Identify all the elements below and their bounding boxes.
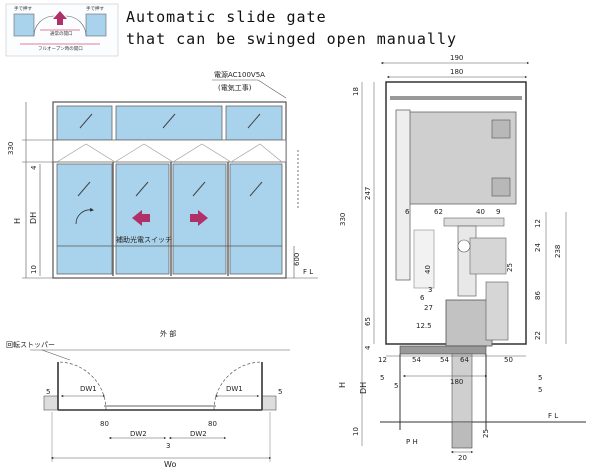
- sec-dim-22: 22: [534, 331, 542, 340]
- elev-dim-10: 10: [30, 265, 38, 274]
- plan-dw1-left: DW1: [80, 385, 97, 393]
- thumb-label-center: 通常の開口: [50, 30, 73, 37]
- thumb-label-right: 手で押す: [86, 5, 104, 12]
- sec-dim-86: 86: [534, 291, 542, 300]
- sec-dim-12-5: 12.5: [416, 322, 432, 330]
- thumb-right-panel: [85, 13, 107, 37]
- sec-dim-4: 4: [364, 345, 372, 350]
- thumb-left-panel: [13, 13, 35, 37]
- sec-dim-65: 65: [364, 317, 372, 326]
- title-line-1: Automatic slide gate: [126, 8, 327, 26]
- sec-dim-H: H: [338, 382, 347, 388]
- sec-dim-247: 247: [364, 187, 372, 200]
- sec-dim-5c: 5: [538, 374, 542, 382]
- plan-dim-5-left: 5: [46, 388, 50, 396]
- transom-panel: [225, 105, 283, 141]
- sec-dim-6b: 6: [420, 294, 425, 302]
- title-line-2: that can be swinged open manually: [126, 30, 458, 48]
- plan-dw2-left: DW2: [130, 430, 147, 438]
- thumbnail-diagram: 手で押す 手で押す 通常の開口 フルオープン時の開口: [5, 3, 119, 57]
- plan-dim-3: 3: [166, 442, 170, 450]
- sec-dim-DH: DH: [359, 382, 368, 394]
- thumb-swing-arc-right: [65, 15, 87, 37]
- sec-floor-line: F L: [548, 412, 558, 420]
- sec-dim-27: 27: [424, 304, 433, 312]
- plan-dim-80-left: 80: [100, 420, 109, 428]
- sec-dim-PH: P H: [406, 438, 418, 446]
- elev-dim-600: 600: [293, 253, 301, 266]
- sec-dim-3: 3: [428, 286, 432, 294]
- plan-dim-5-right: 5: [278, 388, 282, 396]
- door-panel: [56, 163, 113, 275]
- outside-label: 外 部: [160, 329, 176, 338]
- front-elevation: 補助光電スイッチ 電源AC100V5A (電気工事) 330 4 H DH 10…: [7, 70, 318, 279]
- sec-dim-25b: 25: [482, 429, 490, 438]
- slide-left-arrow: [132, 210, 150, 226]
- stopper-label: 回転ストッパー: [6, 341, 55, 349]
- sensor-label: 補助光電スイッチ: [116, 235, 172, 244]
- sec-dim-24: 24: [534, 243, 542, 252]
- elev-dim-330: 330: [7, 142, 15, 155]
- sec-dim-6: 6: [405, 208, 410, 216]
- sec-dim-9: 9: [496, 208, 500, 216]
- sec-dim-12: 12: [534, 219, 542, 228]
- thumb-label-bottom: フルオープン時の開口: [38, 46, 83, 52]
- transom-panel: [115, 105, 223, 141]
- thumb-push-arrow: [53, 11, 67, 25]
- sec-dim-180-bot: 180: [450, 378, 463, 386]
- sec-dim-10: 10: [352, 427, 360, 436]
- sec-dim-54a: 54: [412, 356, 421, 364]
- sec-dim-20: 20: [458, 454, 467, 462]
- sec-dim-5a: 5: [380, 374, 384, 382]
- thumb-swing-arc-left: [33, 15, 55, 37]
- sec-dim-40b: 40: [424, 265, 432, 274]
- sec-dim-5d: 5: [538, 386, 542, 394]
- door-panel: [229, 163, 283, 275]
- slide-right-arrow: [190, 210, 208, 226]
- sec-dim-40: 40: [476, 208, 485, 216]
- section-detail: 190 180 18 247 330 65 4 H DH: [338, 54, 586, 462]
- sec-dim-238: 238: [554, 245, 562, 258]
- elev-dim-DH: DH: [29, 212, 38, 224]
- sec-dim-62: 62: [434, 208, 443, 216]
- plan-dw1-right: DW1: [226, 385, 243, 393]
- sec-dim-330: 330: [339, 213, 347, 226]
- sec-dim-190: 190: [450, 54, 463, 62]
- sec-dim-180-top: 180: [450, 68, 463, 76]
- sec-dim-50: 50: [504, 356, 513, 364]
- plan-dw2-right: DW2: [190, 430, 207, 438]
- door-guide: [445, 299, 493, 347]
- power-sub-label: (電気工事): [218, 83, 252, 92]
- plan-dim-Wo: Wo: [164, 460, 176, 469]
- sec-dim-54b: 54: [440, 356, 449, 364]
- door-panel: [115, 163, 170, 275]
- elev-dim-H: H: [13, 218, 22, 224]
- sec-dim-5b: 5: [394, 382, 398, 390]
- sec-dim-12b: 12: [378, 356, 387, 364]
- power-label: 電源AC100V5A: [214, 70, 265, 79]
- plan-dim-80-right: 80: [208, 420, 217, 428]
- plan-view: 外 部 回転ストッパー DW1 DW1 5 5 80 80 DW2 DW2 3 …: [6, 329, 290, 469]
- sec-dim-64: 64: [460, 356, 469, 364]
- elev-dim-4: 4: [30, 165, 38, 170]
- sec-dim-25: 25: [506, 263, 514, 272]
- elev-floor-line: F L: [303, 268, 313, 276]
- thumb-label-left: 手で押す: [14, 5, 32, 12]
- sec-dim-18: 18: [352, 87, 360, 96]
